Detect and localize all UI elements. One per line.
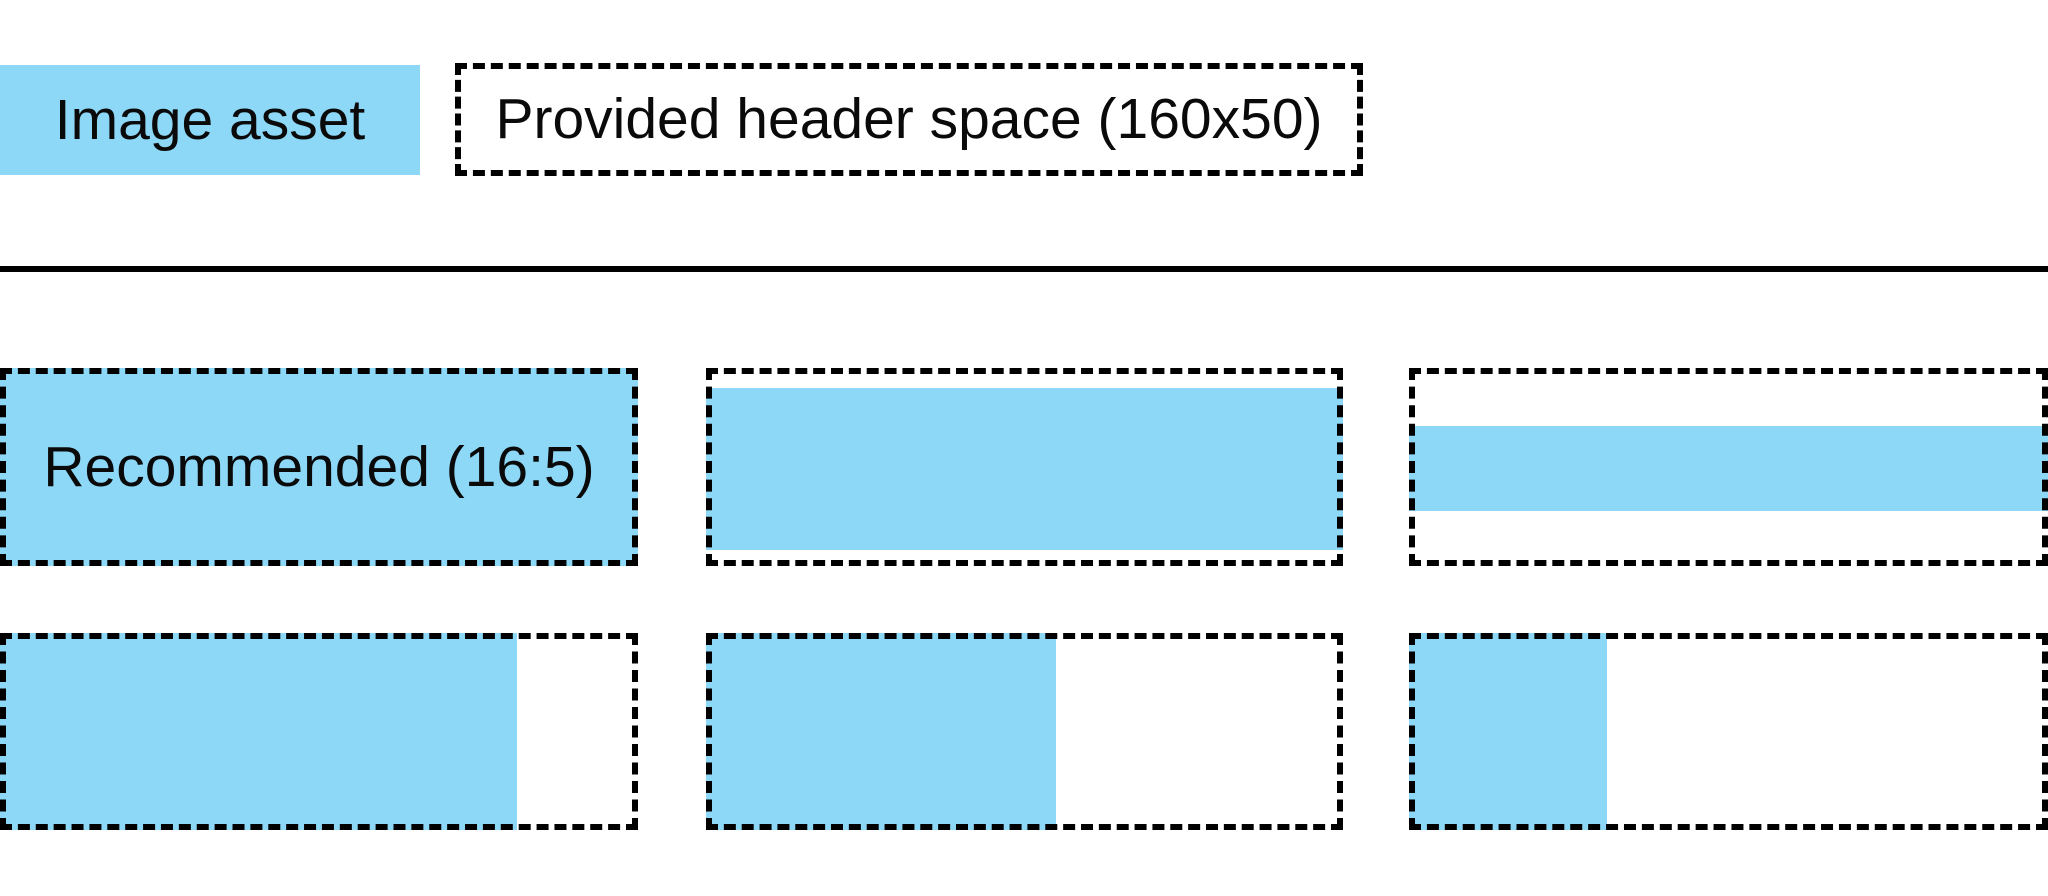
legend-header-space-label: Provided header space (160x50): [495, 87, 1323, 151]
example-box-extra-wide-letterboxed: [1409, 368, 2048, 566]
image-asset-fill: [1409, 426, 2048, 511]
recommended-label-wrap: Recommended (16:5): [0, 368, 638, 566]
example-box-wide-letterboxed: [706, 368, 1343, 566]
legend-header-space-box: Provided header space (160x50): [455, 63, 1363, 176]
image-asset-fill: [0, 633, 517, 830]
example-box-tallest-pillarboxed: [1409, 633, 2048, 830]
example-box-taller-pillarboxed: [706, 633, 1343, 830]
section-divider: [0, 266, 2048, 272]
legend-image-asset-swatch: Image asset: [0, 65, 420, 175]
example-box-tall-pillarboxed: [0, 633, 638, 830]
recommended-label: Recommended (16:5): [43, 434, 595, 499]
image-asset-fill: [0, 368, 638, 566]
example-box-recommended: Recommended (16:5): [0, 368, 638, 566]
image-asset-fill: [706, 387, 1343, 551]
image-asset-fill: [706, 633, 1057, 830]
legend-image-asset-label: Image asset: [54, 87, 366, 152]
image-asset-fill: [1409, 633, 1608, 830]
